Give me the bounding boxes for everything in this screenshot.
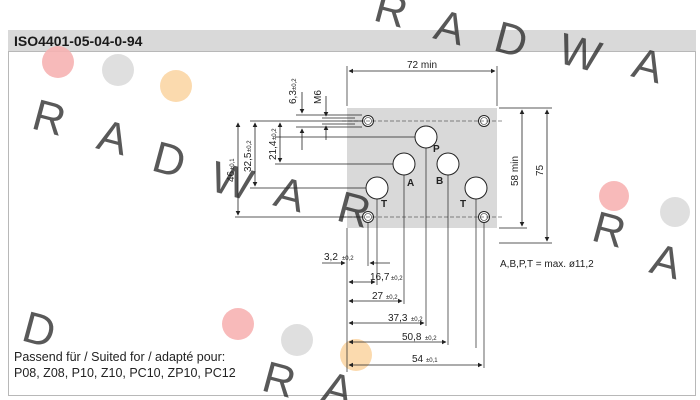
watermark-letter: W <box>205 152 258 210</box>
label-port-p: P <box>433 144 440 155</box>
watermark-letter: A <box>269 167 311 222</box>
dim-bottom-3-2-tol: ±0,2 <box>342 256 354 262</box>
watermark-letter: R <box>257 352 300 400</box>
dim-left-46-tol: ±0,1 <box>230 158 236 170</box>
dim-thread: M6 <box>313 90 324 104</box>
watermark-letter: R <box>27 90 70 146</box>
label-port-t-left: T <box>381 199 387 210</box>
watermark-letter: A <box>92 110 134 165</box>
dim-bottom-37-3-tol: ±0,2 <box>411 317 423 323</box>
watermark-dot-red <box>42 46 74 78</box>
watermark-letter: A <box>627 38 669 93</box>
watermark-dot-gray <box>281 324 313 356</box>
port-t-right <box>464 176 488 200</box>
label-port-b: B <box>436 176 443 187</box>
watermark-dot-red <box>599 181 629 211</box>
footer-model-list: P08, Z08, P10, Z10, PC10, ZP10, PC12 <box>14 366 236 380</box>
label-port-a: A <box>407 178 414 189</box>
label-port-t-right: T <box>460 199 466 210</box>
watermark-letter: R <box>332 182 375 238</box>
dim-bottom-27-tol: ±0,2 <box>386 295 398 301</box>
dim-left-32-5: 32,5 <box>243 152 254 172</box>
dim-thread-depth: 6,3 <box>288 90 299 104</box>
dim-bottom-50-8: 50,8 <box>402 332 422 343</box>
dim-left-21-4-tol: ±0,2 <box>272 128 278 140</box>
watermark-letter: R <box>587 202 630 258</box>
watermark-dot-gray <box>102 54 134 86</box>
watermark-letter: W <box>553 24 606 82</box>
dim-bottom-27: 27 <box>372 291 384 302</box>
watermark-letter: A <box>645 234 687 289</box>
dim-thread-depth-tol: ±0,2 <box>292 78 298 90</box>
watermark-dot-red <box>222 308 254 340</box>
dim-height: 75 <box>535 164 546 176</box>
dim-bottom-16-7-tol: ±0,2 <box>391 276 403 282</box>
watermark-dot-orange <box>160 70 192 102</box>
page-title: ISO4401-05-04-0-94 <box>14 33 143 49</box>
dim-left-21-4: 21,4 <box>268 140 279 160</box>
watermark <box>42 46 690 371</box>
dim-left-32-5-tol: ±0,2 <box>247 140 253 152</box>
dim-width-min: 72 min <box>407 60 437 71</box>
dim-bottom-3-2: 3,2 <box>324 252 338 263</box>
footer-suited-label: Passend für / Suited for / adapté pour: <box>14 350 226 364</box>
watermark-letter: A <box>429 0 471 55</box>
port-b <box>436 152 460 176</box>
watermark-letter: D <box>147 132 190 188</box>
port-diameter-note: A,B,P,T = max. ø11,2 <box>500 259 594 270</box>
watermark-letter: A <box>317 362 359 400</box>
dim-bottom-54: 54 <box>412 354 424 365</box>
title-bar <box>8 30 696 52</box>
watermark-letter: R <box>369 0 412 38</box>
dim-bottom-50-8-tol: ±0,2 <box>425 336 437 342</box>
watermark-letter: D <box>489 12 532 68</box>
dim-bottom-37-3: 37,3 <box>388 313 408 324</box>
dim-left-46: 46 <box>226 170 237 182</box>
dim-height-min: 58 min <box>510 156 521 186</box>
dim-bottom-54-tol: ±0,1 <box>426 358 438 364</box>
dim-bottom-16-7: 16,7 <box>370 272 390 283</box>
port-a <box>392 152 416 176</box>
watermark-dot-gray <box>660 197 690 227</box>
